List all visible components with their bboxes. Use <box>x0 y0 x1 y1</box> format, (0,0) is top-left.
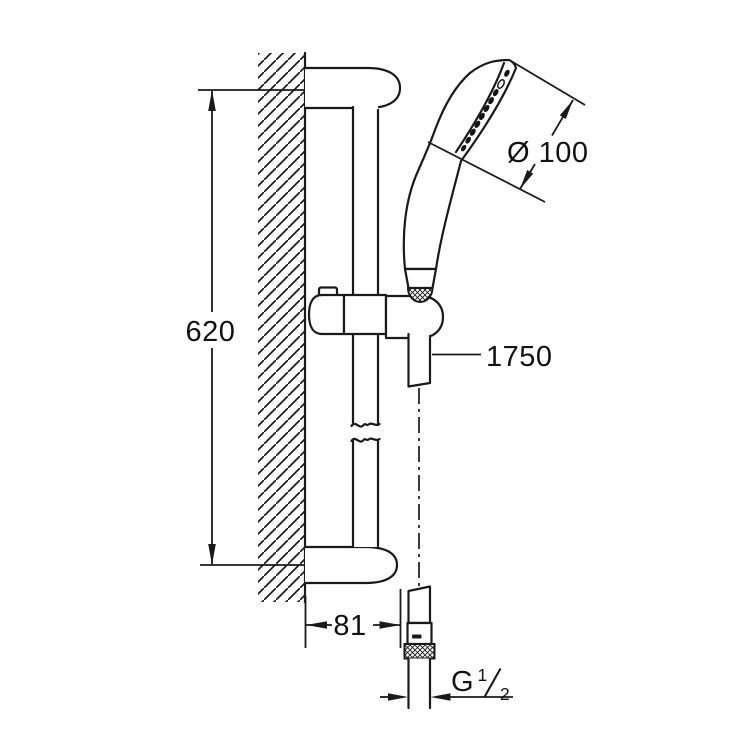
rail-break <box>350 422 381 443</box>
hose-end-fill <box>408 658 430 708</box>
wall-hatching <box>258 53 305 602</box>
bottom-bracket <box>303 545 399 585</box>
break-wave-upper <box>350 422 381 428</box>
wall <box>258 51 307 604</box>
arrowhead-up <box>208 90 216 111</box>
hose-connector <box>403 585 436 710</box>
hand-shower-outline <box>402 58 518 271</box>
fraction-slash <box>483 667 502 698</box>
arrowhead-lower <box>520 170 534 189</box>
arrowhead-left <box>388 693 408 701</box>
bottom-bracket-arm <box>303 545 399 585</box>
holder-arm <box>384 294 445 340</box>
arrowhead-down <box>208 544 216 565</box>
arrowhead-right <box>379 621 401 629</box>
hand-shower-inlet <box>403 267 438 303</box>
top-bracket <box>303 66 402 110</box>
spray-face-rim <box>454 61 506 154</box>
thread-numerator: 1 <box>478 665 488 685</box>
connector-stub-fill <box>408 586 430 623</box>
spray-nozzles <box>460 69 510 152</box>
rail-height-label: 620 <box>186 316 236 348</box>
connector-nut <box>406 621 433 646</box>
inlet-cone <box>403 267 438 290</box>
thread-letter: G <box>451 666 474 698</box>
leader-hose-length: 1750 <box>432 341 553 373</box>
dim-thread: G 1 2 <box>380 665 513 704</box>
inlet-knurl-nut <box>406 287 434 303</box>
hose-stub-edges <box>407 332 432 388</box>
hand-shower <box>402 58 518 271</box>
top-bracket-arm <box>303 66 402 110</box>
thread-denominator: 2 <box>500 684 510 704</box>
bracket-width-label: 81 <box>333 610 366 642</box>
extension-line-lower <box>427 141 546 203</box>
arrowhead-right <box>430 693 451 701</box>
head-diameter-label: Ø 100 <box>507 137 589 169</box>
dim-bracket-width: 81 <box>304 589 402 648</box>
hose-length-label: 1750 <box>486 341 553 373</box>
dim-rail-height: 620 <box>186 89 305 566</box>
spray-slit <box>497 79 505 89</box>
dim-head-diameter: Ø 100 <box>427 60 589 203</box>
connector-stub-edges <box>407 585 432 625</box>
hose-end-edges <box>407 657 432 710</box>
slider-holder <box>307 286 445 340</box>
extension-line-upper <box>510 60 586 106</box>
holder-left-block <box>307 293 346 336</box>
holder-body <box>342 293 388 336</box>
shower-hose <box>407 332 432 588</box>
hose-stub-fill <box>408 332 430 387</box>
arrowhead-left <box>306 621 327 629</box>
nut-mark <box>412 634 422 639</box>
break-wave-lower <box>350 437 381 443</box>
arrowhead-upper <box>559 100 573 119</box>
connector-knurl-ring <box>403 643 436 660</box>
